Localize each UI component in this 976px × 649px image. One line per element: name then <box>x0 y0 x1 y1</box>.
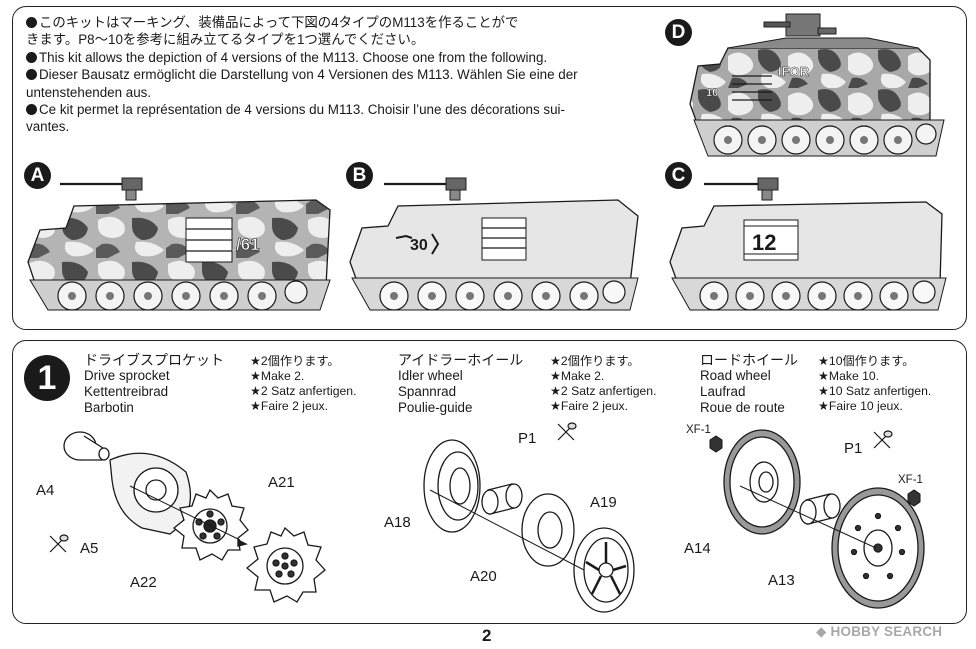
intro-jp-2: きます。P8〜10を参考に組み立てるタイプを1つ選んでください。 <box>26 32 425 48</box>
bullet-icon <box>26 51 37 63</box>
vehicle-a-marking: /61 <box>236 235 260 254</box>
bullet-icon <box>26 69 37 81</box>
intro-de-1: Dieser Bausatz ermöglicht die Darstellun… <box>26 66 666 83</box>
label-a13: A13 <box>768 572 795 589</box>
part-name-de: Kettentreibrad <box>84 384 169 399</box>
label-a21: A21 <box>268 474 295 491</box>
vehicle-c: 12 <box>668 170 960 320</box>
label-a5: A5 <box>80 540 99 557</box>
label-a4: A4 <box>36 482 55 499</box>
part-name-jp: アイドラーホイール <box>398 352 524 368</box>
part-name-jp: ロードホイール <box>700 352 798 368</box>
part-idler-wheel-names: アイドラーホイール Idler wheel Spannrad Poulie-gu… <box>398 352 523 416</box>
part-name-jp: ドライブスプロケット <box>84 352 224 368</box>
version-badge-a: A <box>24 162 51 189</box>
part-name-de: Laufrad <box>700 384 746 399</box>
intro-fr-1: Ce kit permet la représentation de 4 ver… <box>26 101 666 118</box>
vehicle-d-marking: IFOR <box>778 64 810 79</box>
part-road-wheel-quantity: ★10個作ります。 ★Make 10. ★10 Satz anfertigen.… <box>818 354 932 413</box>
part-drive-sprocket-quantity: ★2個作ります。 ★Make 2. ★2 Satz anfertigen. ★F… <box>250 354 357 413</box>
label-p1-idler: P1 <box>518 430 537 447</box>
label-xf1-right: XF-1 <box>898 474 923 486</box>
intro-en: This kit allows the depiction of 4 versi… <box>26 49 666 66</box>
label-a22: A22 <box>130 574 157 591</box>
label-xf1-top: XF-1 <box>686 424 711 436</box>
part-name-en: Drive sprocket <box>84 368 170 383</box>
idler-wheel-diagram <box>423 422 635 613</box>
label-a20: A20 <box>470 568 497 585</box>
drive-sprocket-diagram <box>49 431 326 603</box>
label-a19: A19 <box>590 494 617 511</box>
vehicle-d-number: 10 <box>706 87 718 99</box>
part-name-fr: Poulie-guide <box>398 400 473 415</box>
vehicle-d: IFOR 10 <box>668 8 960 166</box>
part-name-en: Road wheel <box>700 368 771 383</box>
part-idler-wheel-quantity: ★2個作ります。 ★Make 2. ★2 Satz anfertigen. ★F… <box>550 354 657 413</box>
part-name-de: Spannrad <box>398 384 457 399</box>
intro-jp-1: このキットはマーキング、装備品によって下図の4タイプのM113を作ることがで <box>26 14 666 31</box>
part-name-en: Idler wheel <box>398 368 463 383</box>
intro-text: このキットはマーキング、装備品によって下図の4タイプのM113を作ることがで き… <box>26 14 666 136</box>
version-badge-c: C <box>665 162 692 189</box>
vehicle-a: /61 <box>26 170 344 320</box>
step-number-badge: 1 <box>24 355 70 401</box>
page-number: 2 <box>482 626 492 645</box>
version-badge-d: D <box>665 19 692 46</box>
step-1-panel <box>12 340 967 624</box>
part-road-wheel-names: ロードホイール Road wheel Laufrad Roue de route <box>700 352 798 416</box>
vehicle-b: 30 <box>348 170 664 320</box>
part-drive-sprocket-names: ドライブスプロケット Drive sprocket Kettentreibrad… <box>84 352 224 416</box>
vehicle-b-marking: 30 <box>410 237 428 254</box>
version-badge-b: B <box>346 162 373 189</box>
watermark-logo-icon: ◆ <box>816 624 827 639</box>
watermark: ◆ HOBBY SEARCH <box>816 624 943 639</box>
versions-panel <box>12 6 967 330</box>
intro-fr-2: vantes. <box>26 119 70 135</box>
part-name-fr: Barbotin <box>84 400 134 415</box>
part-name-fr: Roue de route <box>700 400 785 415</box>
intro-de-2: untenstehenden aus. <box>26 84 152 100</box>
label-p1-road: P1 <box>844 440 863 457</box>
bullet-icon <box>26 17 37 28</box>
bullet-icon <box>26 104 37 116</box>
vehicle-c-marking: 12 <box>752 230 776 255</box>
label-a14: A14 <box>684 540 711 557</box>
road-wheel-diagram <box>709 429 925 609</box>
label-a18: A18 <box>384 514 411 531</box>
